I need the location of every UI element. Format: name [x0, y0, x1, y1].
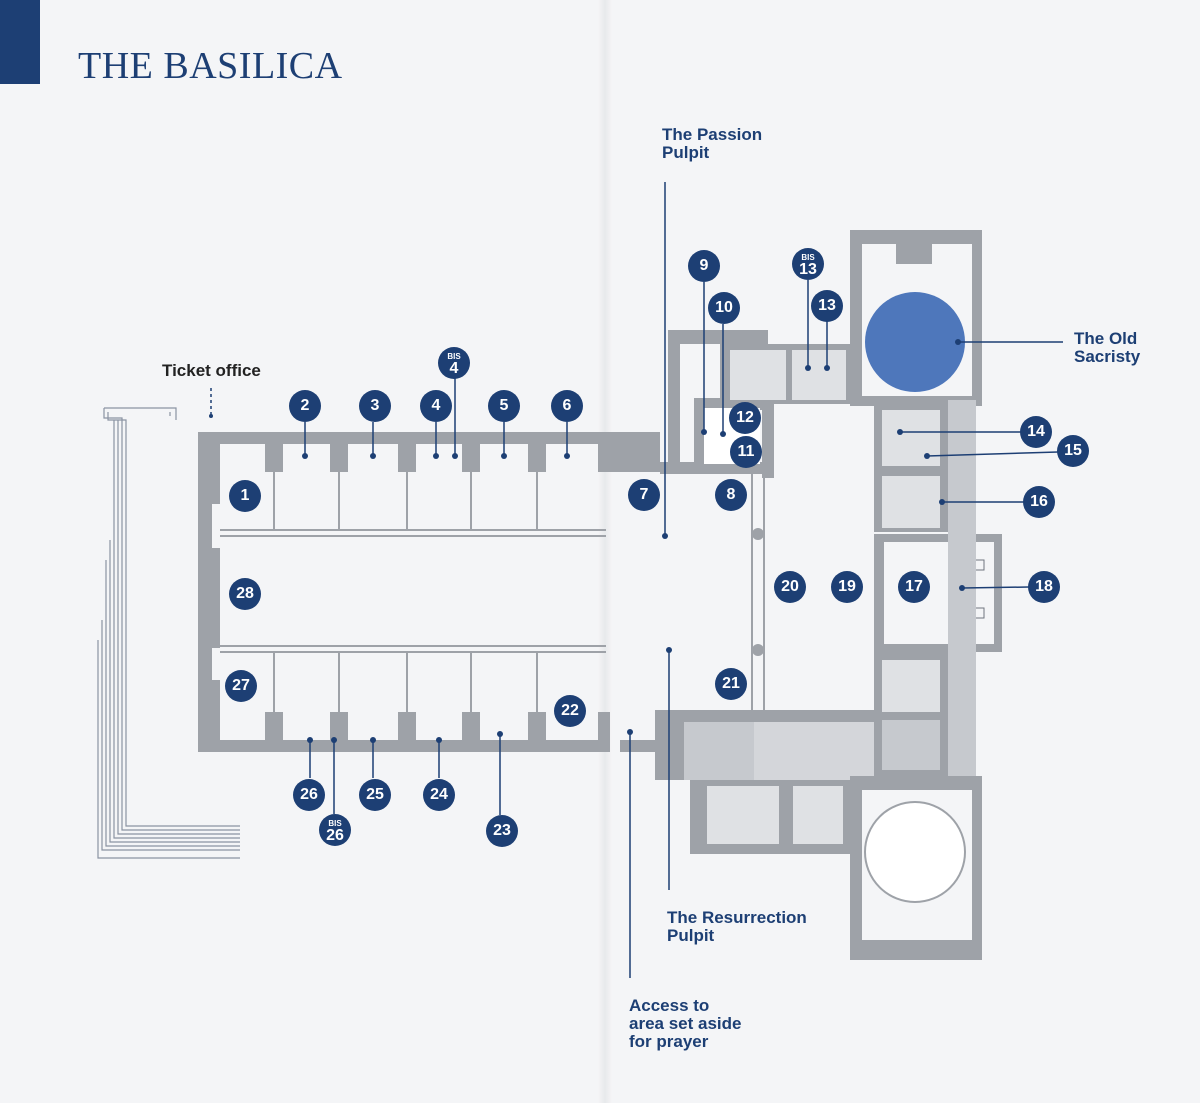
marker-18[interactable]: 18 [1028, 571, 1060, 603]
marker-2[interactable]: 2 [289, 390, 321, 422]
page-title: THE BASILICA [78, 45, 343, 87]
bis-tag: BIS [801, 252, 815, 262]
east-wing [850, 230, 1002, 960]
marker-12[interactable]: 12 [729, 402, 761, 434]
marker-4[interactable]: 4 [420, 390, 452, 422]
marker-1[interactable]: 1 [229, 480, 261, 512]
bis-tag: BIS [328, 818, 342, 828]
nave-pillars [265, 444, 546, 740]
page-fold [598, 0, 612, 1103]
nave-colonnades [220, 472, 606, 712]
marker-20[interactable]: 20 [774, 571, 806, 603]
marker-23[interactable]: 23 [486, 815, 518, 847]
marker-15[interactable]: 15 [1057, 435, 1089, 467]
marker-22[interactable]: 22 [554, 695, 586, 727]
marker-8[interactable]: 8 [715, 479, 747, 511]
marker-13[interactable]: 13 [811, 290, 843, 322]
bis-number: 26 [326, 826, 344, 844]
entry-steps [97, 407, 240, 859]
marker-11[interactable]: 11 [730, 436, 762, 468]
marker-13-bis[interactable]: BIS 13 [792, 248, 824, 280]
ticket-office-label: Ticket office [162, 361, 261, 380]
marker-21[interactable]: 21 [715, 668, 747, 700]
bis-tag: BIS [447, 351, 461, 361]
passion-pulpit-label: The Passion Pulpit [662, 125, 763, 162]
bis-number: 4 [449, 359, 459, 377]
leader-lines [210, 182, 1063, 978]
transept-inner [684, 350, 874, 844]
marker-19[interactable]: 19 [831, 571, 863, 603]
title-accent-bar [0, 0, 40, 84]
marker-10[interactable]: 10 [708, 292, 740, 324]
resurrection-pulpit-label: The Resurrection Pulpit [667, 908, 807, 945]
marker-26[interactable]: 26 [293, 779, 325, 811]
marker-27[interactable]: 27 [225, 670, 257, 702]
prayer-area-access-label: Access to area set aside for prayer [629, 996, 742, 1051]
marker-24[interactable]: 24 [423, 779, 455, 811]
marker-6[interactable]: 6 [551, 390, 583, 422]
old-sacristy-dome [865, 292, 965, 392]
leader-dots [209, 339, 965, 743]
marker-3[interactable]: 3 [359, 390, 391, 422]
old-sacristy-label: The Old Sacristy [1074, 329, 1141, 366]
marker-5[interactable]: 5 [488, 390, 520, 422]
marker-9[interactable]: 9 [688, 250, 720, 282]
marker-28[interactable]: 28 [229, 578, 261, 610]
marker-17[interactable]: 17 [898, 571, 930, 603]
nave-walls [198, 432, 610, 752]
marker-16[interactable]: 16 [1023, 486, 1055, 518]
marker-7[interactable]: 7 [628, 479, 660, 511]
marker-14[interactable]: 14 [1020, 416, 1052, 448]
marker-4-bis[interactable]: BIS 4 [438, 347, 470, 379]
marker-25[interactable]: 25 [359, 779, 391, 811]
bis-number: 13 [799, 260, 817, 278]
marker-26-bis[interactable]: BIS 26 [319, 814, 351, 846]
